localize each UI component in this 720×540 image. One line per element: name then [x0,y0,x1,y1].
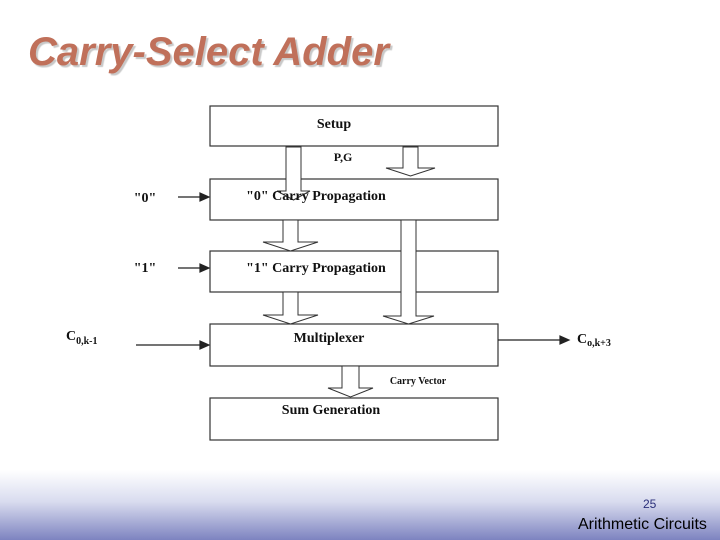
carry-prop-0-block [209,178,499,221]
footer-band [0,470,720,540]
carry-in-label: C0,k-1 [66,329,98,347]
multiplexer-label: Multiplexer [294,331,365,346]
sum-generation-block [209,397,499,441]
carry-out-label: Co,k+3 [577,332,611,349]
input-1-label: "1" [134,261,157,276]
setup-block [209,105,499,147]
input-0-label: "0" [134,191,157,206]
prop0-to-prop1-arrow [262,219,319,252]
carry-in-main: C [66,329,76,344]
sum-generation-label: Sum Generation [282,403,381,418]
footer-label: Arithmetic Circuits [578,516,707,533]
carry-out-main: C [577,332,587,347]
setup-to-mux-arrow [385,146,436,177]
slide-title: Carry-Select Adder [28,30,389,74]
carry-in-subscript: 0,k-1 [76,336,97,347]
carry-out-arrowhead [559,335,571,345]
carry-prop-1-label: "1" Carry Propagation [246,261,386,276]
input-0-arrowhead [199,192,211,202]
mux-to-sum-arrow [327,365,374,398]
carry-prop-1-block [209,250,499,293]
input-1-arrowhead [199,263,211,273]
carry-out-subscript: o,k+3 [587,338,611,349]
setup-to-prop0-arrow [276,146,311,201]
carry-in-arrowhead [199,340,211,350]
pg-label: P,G [334,150,353,164]
prop0-to-mux-arrow [382,219,435,325]
carry-prop-0-label: "0" Carry Propagation [246,189,386,204]
carry-vector-label: Carry Vector [390,376,447,387]
multiplexer-block [209,323,499,367]
page-number: 25 [643,497,657,511]
setup-label: Setup [317,117,351,132]
prop1-to-mux-arrow [262,291,319,325]
